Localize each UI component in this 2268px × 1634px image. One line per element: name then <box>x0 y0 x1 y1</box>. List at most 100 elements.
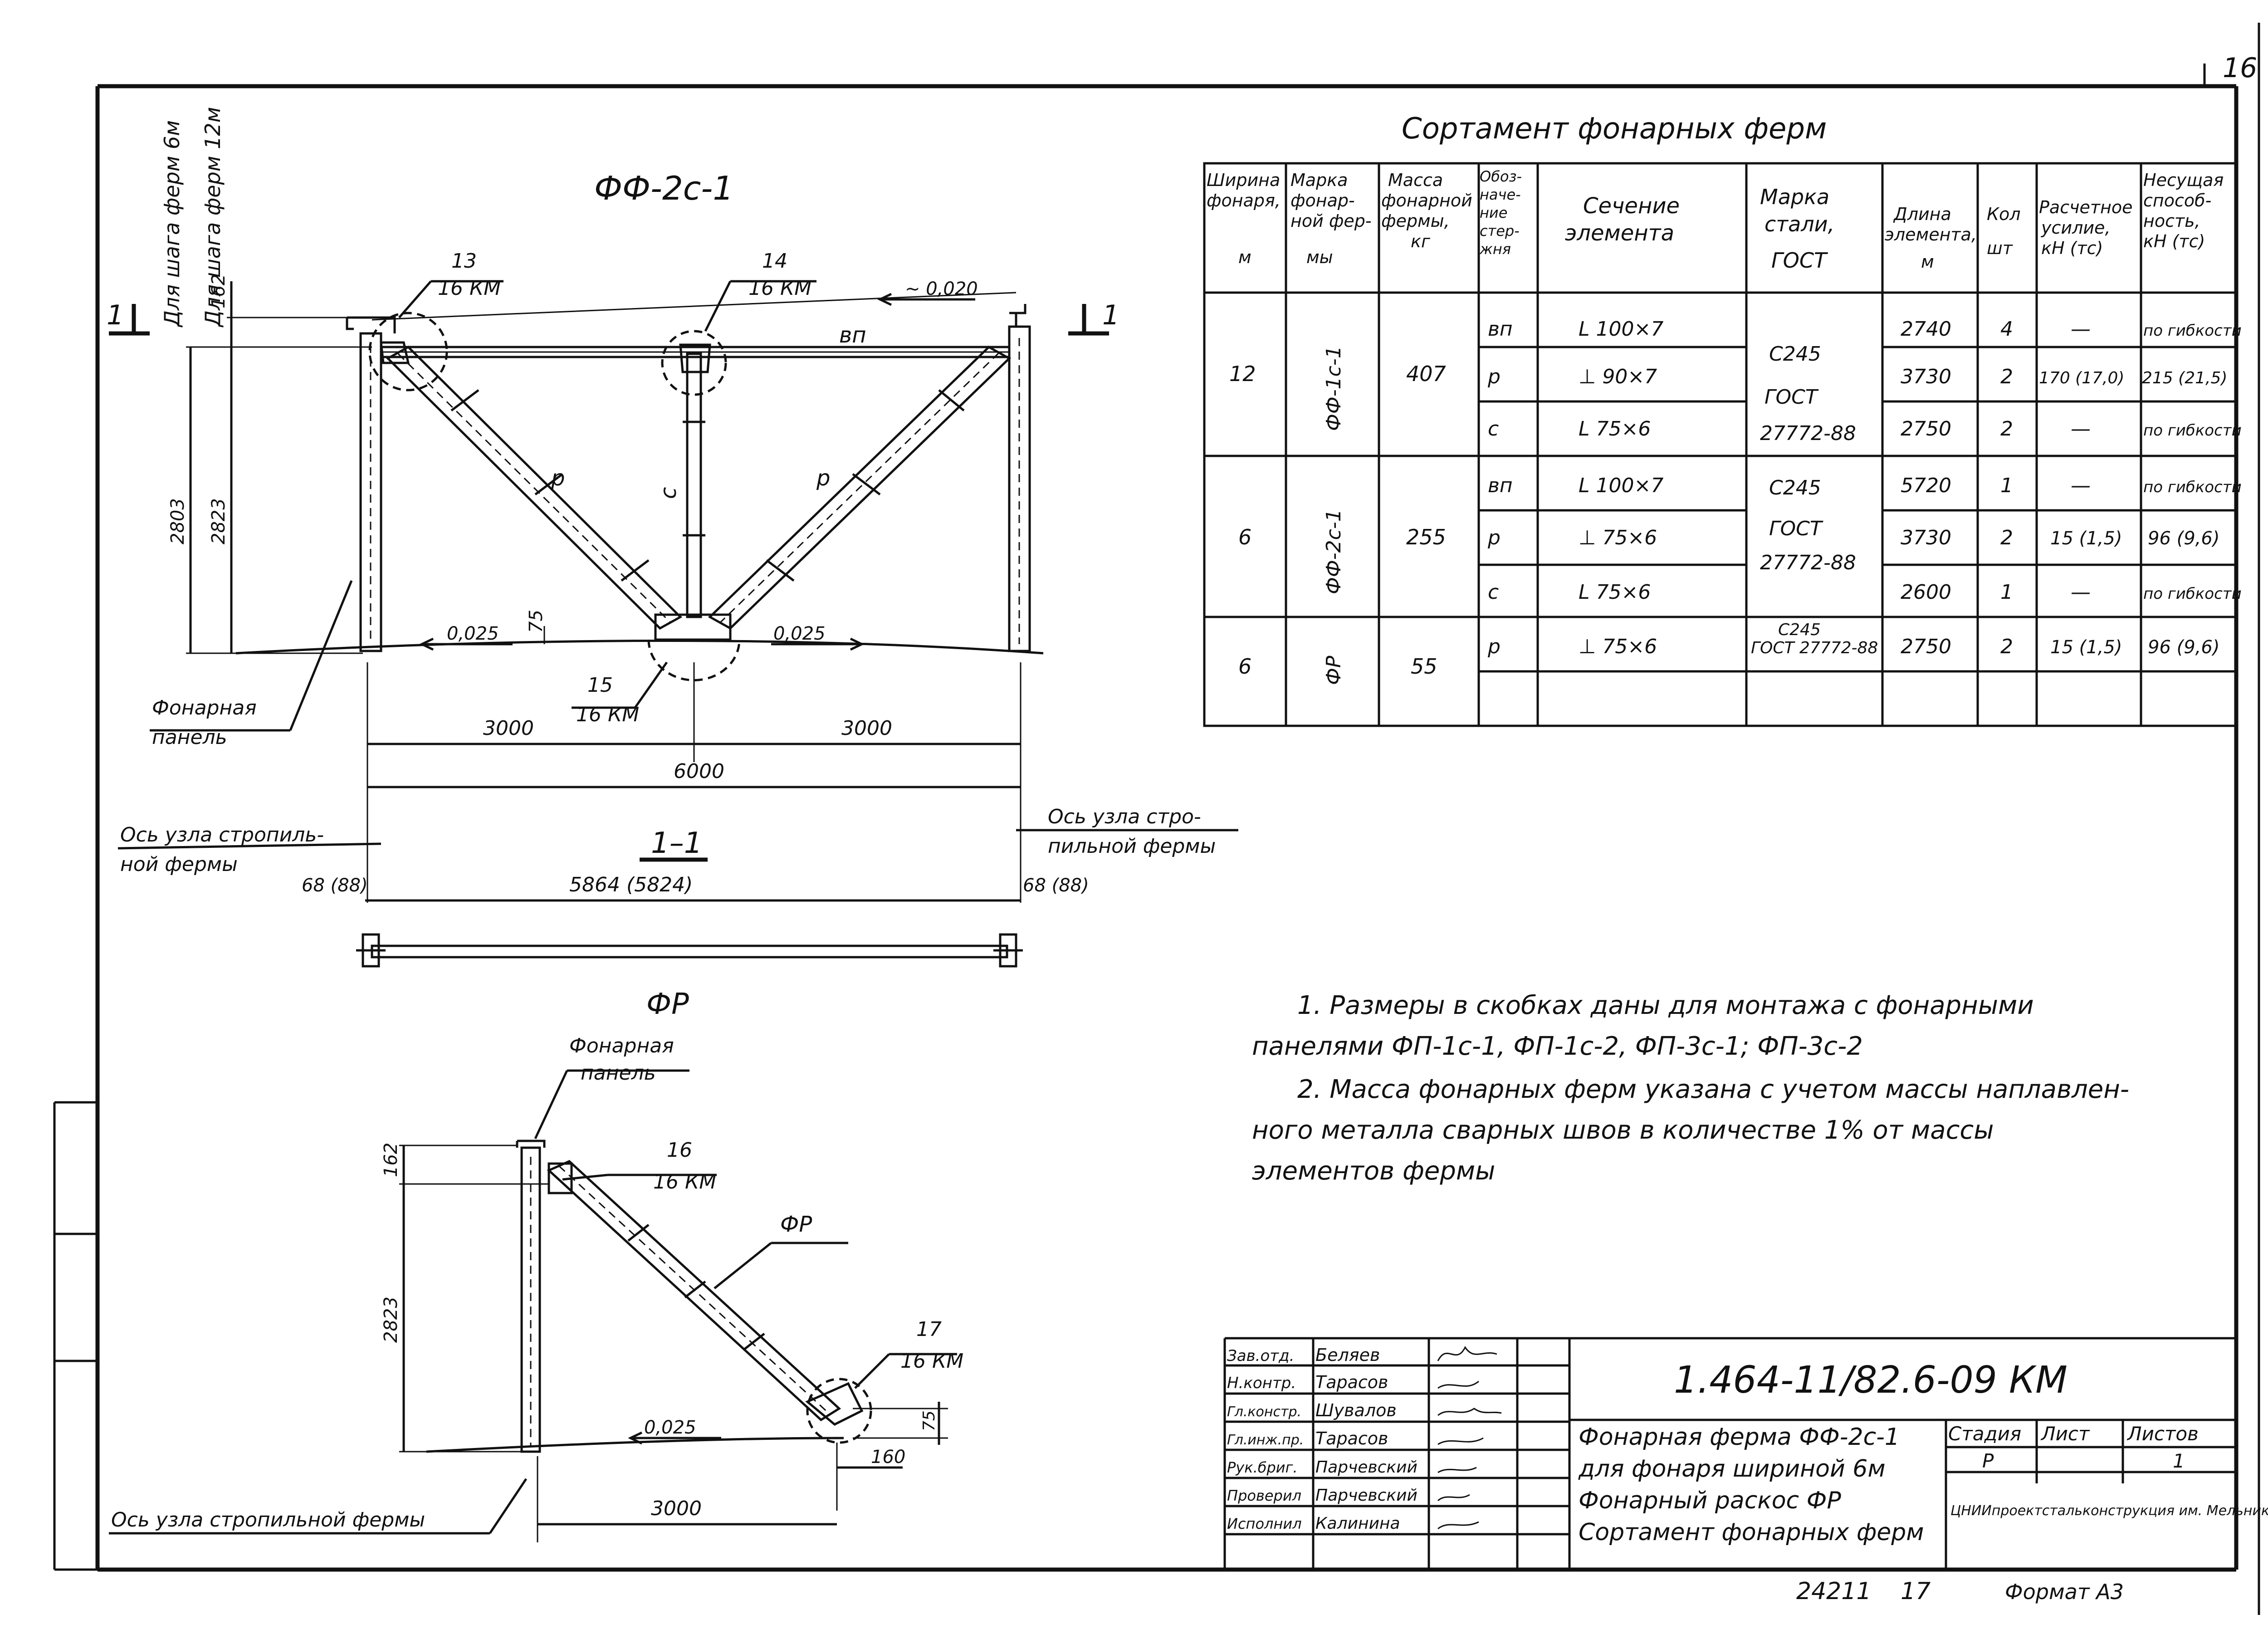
node13-sheet: 16 КМ <box>438 277 501 300</box>
left-post-cap <box>346 316 396 333</box>
g1r3-length: 2750 <box>1901 417 1951 440</box>
right-diagonal-p <box>708 345 1012 630</box>
g1r1-section: L 100×7 <box>1579 318 1663 341</box>
g2r3-qty: 1 <box>2000 581 2013 604</box>
role-7: Исполнил <box>1227 1515 1302 1532</box>
g2r1-length: 5720 <box>1901 474 1951 497</box>
role-2: Н.контр. <box>1227 1374 1296 1392</box>
g3-mark: ФР <box>1322 656 1345 685</box>
g1r2-code: р <box>1487 365 1501 388</box>
g1r2-length: 3730 <box>1901 365 1951 388</box>
member-p-right-label: р <box>816 465 830 491</box>
fr-title: ФР <box>646 988 689 1021</box>
g2r3-code: с <box>1488 581 1499 604</box>
fr-node16-number: 16 <box>667 1139 692 1162</box>
name-1: Беляев <box>1315 1345 1380 1365</box>
section-1-1-title: 1–1 <box>651 827 702 860</box>
desc-line-2: для фонаря шириной 6м <box>1578 1455 1886 1482</box>
footer-format: Формат А3 <box>2005 1580 2124 1604</box>
node15-number: 15 <box>587 674 613 697</box>
truss-ff-elevation: ФФ-2с-1 <box>107 169 1238 903</box>
left-post <box>359 332 382 652</box>
section-mark-left: 1 <box>107 299 124 331</box>
g1r3-force: — <box>2071 417 2091 440</box>
section-1-1: 1–1 68 (88) 5864 (5824) 68 (88) <box>302 827 1089 968</box>
fr-member-label: ФР <box>780 1212 812 1237</box>
fr-axis-label: Ось узла стропильной фермы <box>111 1508 425 1531</box>
g2r1-capacity: по гибкости <box>2143 478 2242 496</box>
dim-75: 75 <box>526 610 547 633</box>
fr-dim-2823: 2823 <box>381 1296 401 1343</box>
fr-node17-number: 17 <box>916 1318 942 1341</box>
g2r2-code: р <box>1487 526 1501 549</box>
name-5: Парчевский <box>1315 1458 1418 1477</box>
g2r2-capacity: 96 (9,6) <box>2148 528 2219 549</box>
fr-node17-sheet: 16 КМ <box>900 1350 963 1373</box>
g1r3-capacity: по гибкости <box>2143 421 2242 440</box>
node13-number: 13 <box>451 250 477 273</box>
name-3: Шувалов <box>1315 1400 1397 1420</box>
axis-right-label: Ось узла стро- пильной фермы <box>1048 805 1216 858</box>
g1r2-section: ⊥ 90×7 <box>1579 365 1657 388</box>
name-6: Парчевский <box>1315 1486 1418 1505</box>
fr-post-cap <box>516 1140 546 1148</box>
g1r1-force: — <box>2071 318 2091 341</box>
g3r1-force: 15 (1,5) <box>2050 637 2122 658</box>
node14-number: 14 <box>762 250 787 273</box>
left-diagonal-p <box>386 345 683 630</box>
node-plate-bottom <box>654 613 732 641</box>
diagonal-fr-elevation: ФР 0,025 Фонарная панель 16 16 <box>109 988 963 1542</box>
dim-3000-right: 3000 <box>841 717 892 740</box>
fr-dim-75: 75 <box>920 1410 938 1431</box>
label-truss-step-12m: Для шага ферм 12м <box>200 107 225 328</box>
desc-line-3: Фонарный раскос ФР <box>1579 1487 1841 1514</box>
g2r3-capacity: по гибкости <box>2143 585 2242 603</box>
node14-sheet: 16 КМ <box>748 277 811 300</box>
label-truss-step-6m: Для шага ферм 6м <box>160 120 184 328</box>
role-5: Рук.бриг. <box>1227 1459 1298 1476</box>
page-corner-number: 16 <box>2223 52 2257 84</box>
dim-2823: 2823 <box>208 498 229 544</box>
doc-code: 1.464-11/82.6-09 КМ <box>1674 1359 2068 1402</box>
name-7: Калинина <box>1315 1514 1400 1533</box>
axis-left-label: Ось узла стропиль- ной фермы <box>120 823 330 876</box>
g1r1-qty: 4 <box>2000 318 2013 341</box>
fr-node16-sheet: 16 КМ <box>653 1170 716 1194</box>
g2r2-length: 3730 <box>1901 526 1951 549</box>
node-plate-top <box>679 343 711 373</box>
notes: 1. Размеры в скобках даны для монтажа с … <box>1252 991 2129 1186</box>
g1r1-length: 2740 <box>1901 318 1951 341</box>
fr-bottom-plate <box>805 1382 864 1426</box>
name-2: Тарасов <box>1315 1372 1388 1392</box>
g3-mass: 55 <box>1411 654 1437 679</box>
g2r1-force: — <box>2071 474 2091 497</box>
member-p-left-label: р <box>551 465 565 491</box>
right-post-cap <box>1009 304 1026 327</box>
title-block: 1.464-11/82.6-09 КМ Фонарная ферма ФФ-2с… <box>1223 1337 2268 1570</box>
node-plate-left <box>380 341 410 364</box>
g3r1-capacity: 96 (9,6) <box>2148 637 2219 658</box>
fr-node17-circle <box>806 1378 872 1444</box>
g2r2-section: ⊥ 75×6 <box>1579 526 1657 549</box>
g3r1-section: ⊥ 75×6 <box>1579 635 1657 658</box>
g1r2-force: 170 (17,0) <box>2039 369 2124 387</box>
central-vertical-c <box>686 352 702 618</box>
footer-sheet: 17 <box>1901 1578 1931 1605</box>
g2r3-force: — <box>2071 581 2091 604</box>
g1r1-code: вп <box>1488 318 1513 341</box>
note-1: 1. Размеры в скобках даны для монтажа с … <box>1252 991 2042 1061</box>
fr-ground <box>426 1437 844 1453</box>
desc-line-4: Сортамент фонарных ферм <box>1579 1519 1924 1546</box>
g2r2-qty: 2 <box>2000 526 2013 549</box>
role-4: Гл.инж.пр. <box>1227 1432 1304 1448</box>
section-dim-left: 68 (88) <box>302 875 368 896</box>
g2-mark: ФФ-2с-1 <box>1322 509 1345 594</box>
member-c-label: с <box>656 487 681 499</box>
